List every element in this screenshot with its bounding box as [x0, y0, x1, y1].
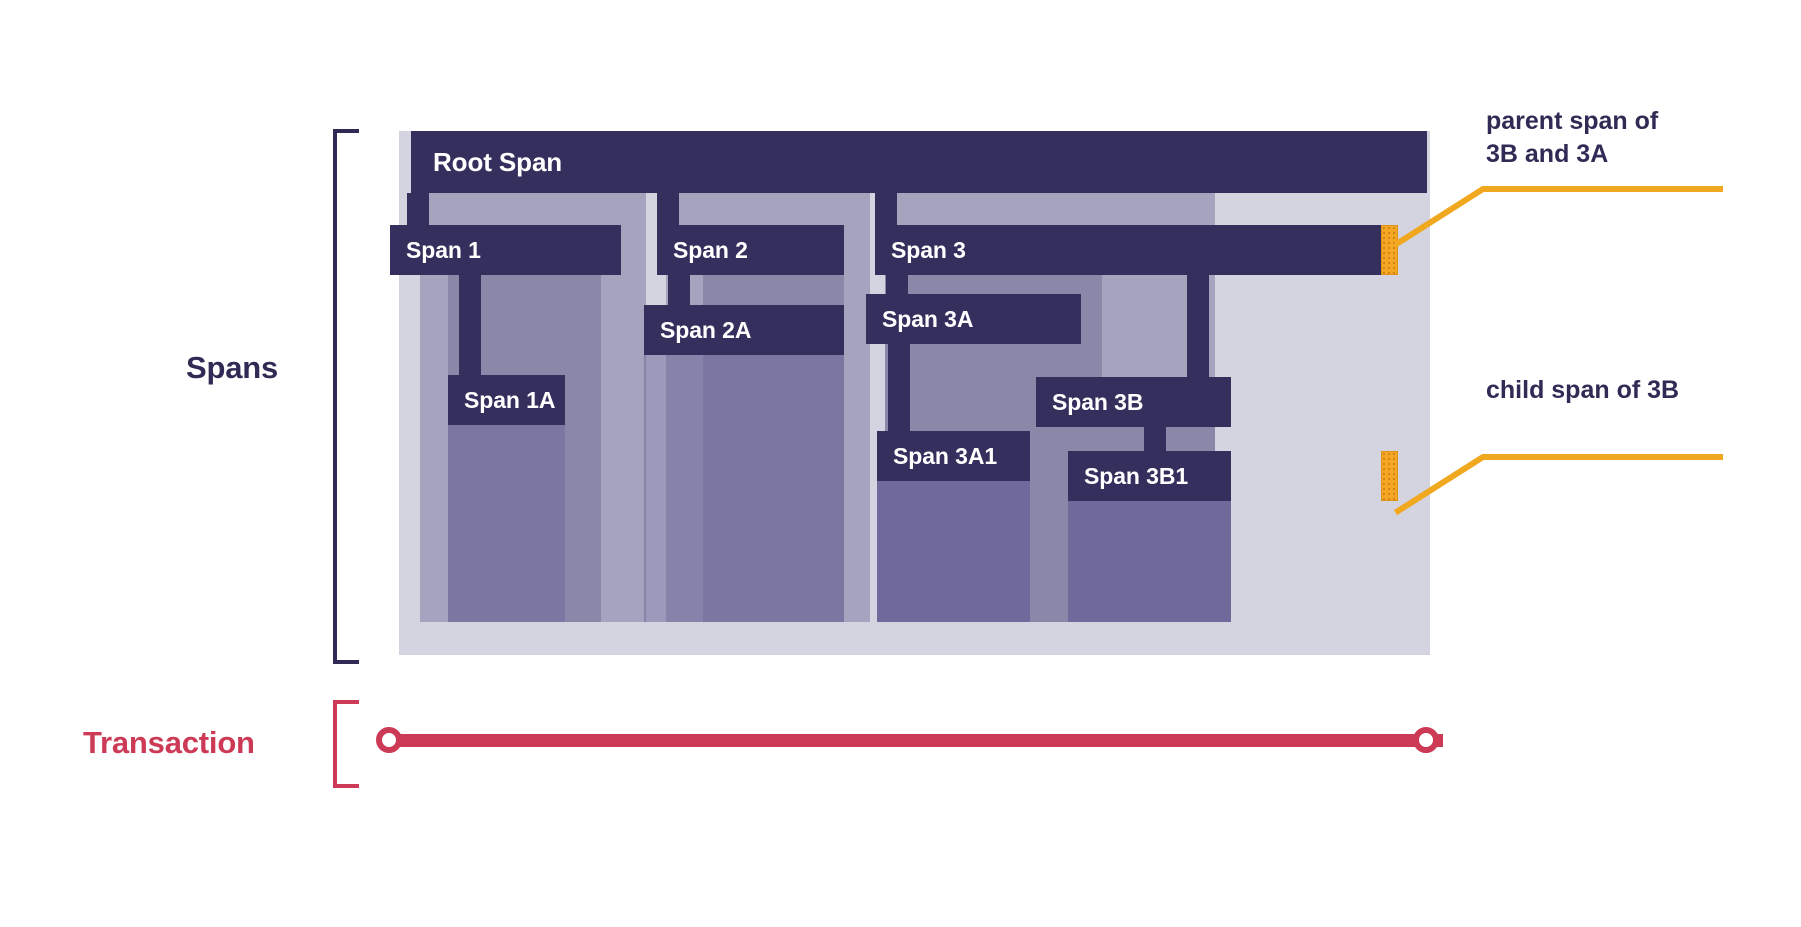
child-span-callout-leader-line [1393, 454, 1723, 516]
connector-span3-to-span3b [1187, 275, 1209, 397]
span-bar-span3b[interactable]: Span 3B [1036, 377, 1231, 427]
parent-span-callout-leader-line [1393, 186, 1723, 248]
parent-span-highlight-marker[interactable] [1381, 225, 1398, 275]
connector-root-to-span1 [407, 193, 429, 225]
span2a-duration-fill [644, 355, 844, 622]
parent-span-callout-text: parent span of 3B and 3A [1486, 107, 1659, 168]
child-span-callout-text: child span of 3B [1486, 376, 1680, 404]
transaction-duration-bar [383, 734, 1443, 747]
transaction-bracket [333, 700, 359, 788]
span-bar-root[interactable]: Root Span [411, 131, 1427, 193]
transaction-start-node-icon [376, 727, 402, 753]
transaction-section-label: Transaction [83, 725, 255, 760]
transaction-end-node-icon [1413, 727, 1439, 753]
span-bar-span2[interactable]: Span 2 [657, 225, 844, 275]
span-bar-span2a[interactable]: Span 2A [644, 305, 844, 355]
span3a1-duration-fill [877, 481, 1030, 622]
spans-bracket [333, 129, 359, 664]
span-waterfall: Root Span Span 1 Span 1A Span 2 Span 2A … [390, 131, 1430, 655]
connector-root-to-span2 [657, 193, 679, 225]
connector-root-to-span3 [875, 193, 897, 225]
span3b1-duration-fill [1068, 501, 1231, 622]
connector-span2-to-span2a [668, 275, 690, 311]
span-bar-span1[interactable]: Span 1 [390, 225, 621, 275]
connector-span1-to-span1a [459, 275, 481, 396]
span-bar-span1a[interactable]: Span 1A [448, 375, 565, 425]
span-bar-span3b1[interactable]: Span 3B1 [1068, 451, 1231, 501]
spans-section-label: Spans [186, 350, 279, 385]
span-bar-span3a1[interactable]: Span 3A1 [877, 431, 1030, 481]
span-bar-span3[interactable]: Span 3 [875, 225, 1397, 275]
child-span-highlight-marker[interactable] [1381, 451, 1398, 501]
span-bar-span3a[interactable]: Span 3A [866, 294, 1081, 344]
span1a-duration-fill [448, 425, 565, 622]
